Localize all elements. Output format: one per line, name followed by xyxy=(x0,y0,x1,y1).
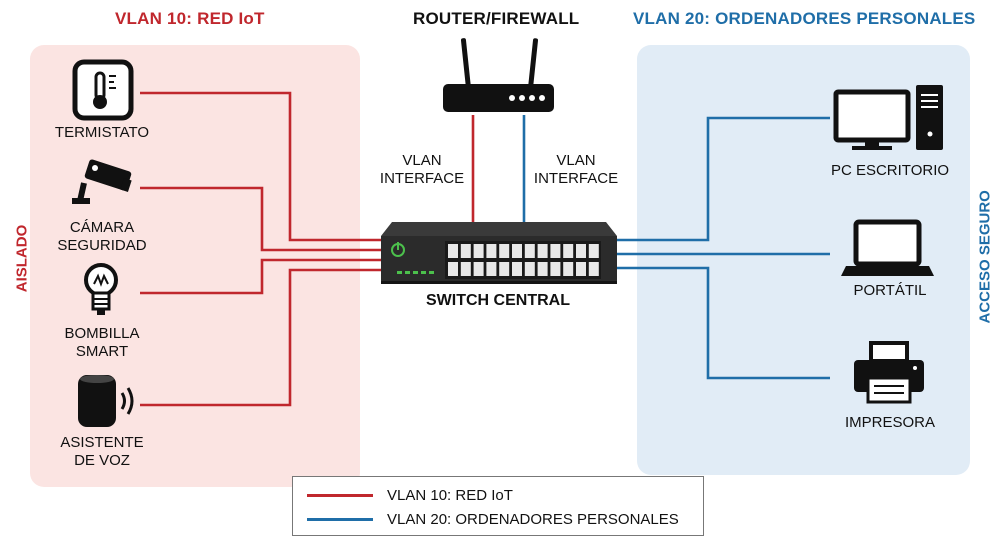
switch-port xyxy=(448,262,458,276)
switch-port xyxy=(448,244,458,258)
router-icon xyxy=(443,38,554,112)
voice-assistant-icon xyxy=(78,375,134,427)
switch-port xyxy=(460,262,471,276)
light-bulb-icon xyxy=(84,263,118,315)
security-camera-icon xyxy=(72,159,132,204)
legend-item-vlan20: VLAN 20: ORDENADORES PERSONALES xyxy=(307,509,679,529)
desktop-label: PC ESCRITORIO xyxy=(830,162,950,179)
switch-port xyxy=(473,244,484,258)
switch-port xyxy=(486,262,497,276)
legend-item-vlan10: VLAN 10: RED IoT xyxy=(307,485,513,505)
legend-swatch-red xyxy=(307,493,373,497)
legend-label: VLAN 20: ORDENADORES PERSONALES xyxy=(387,510,679,528)
switch-port xyxy=(550,262,561,276)
switch-port xyxy=(499,262,510,276)
switch-port xyxy=(512,262,522,276)
vlan20-title: VLAN 20: ORDENADORES PERSONALES xyxy=(633,9,976,28)
vlan10-links xyxy=(140,91,475,407)
desktop-pc-icon xyxy=(833,85,943,150)
switch-port xyxy=(537,244,548,258)
switch-port xyxy=(588,244,599,258)
switch-port xyxy=(537,262,548,276)
legend: VLAN 10: RED IoT VLAN 20: ORDENADORES PE… xyxy=(292,476,704,536)
printer-icon xyxy=(854,341,924,404)
link-printer xyxy=(617,266,830,380)
link-assistant xyxy=(140,268,383,407)
switch-port xyxy=(588,262,599,276)
switch-port xyxy=(499,244,510,258)
link-bulb xyxy=(140,258,383,295)
thermostat-label: TERMISTATO xyxy=(54,124,150,141)
link-thermostat xyxy=(140,91,383,242)
legend-label: VLAN 10: RED IoT xyxy=(387,486,513,504)
link-camera xyxy=(140,186,383,252)
link-desktop xyxy=(617,116,830,242)
printer-label: IMPRESORA xyxy=(844,414,935,431)
switch-port xyxy=(550,244,561,258)
laptop-icon xyxy=(841,219,934,276)
switch-port xyxy=(524,244,535,258)
switch-port xyxy=(460,244,471,258)
switch-port xyxy=(512,244,522,258)
thermostat-icon xyxy=(72,59,134,121)
vlan10-title: VLAN 10: RED IoT xyxy=(115,9,265,28)
switch-port xyxy=(563,244,574,258)
legend-swatch-blue xyxy=(307,517,373,521)
vlan20-links xyxy=(522,115,830,380)
router-title: ROUTER/FIREWALL xyxy=(413,9,580,28)
laptop-label: PORTÁTIL xyxy=(853,282,927,299)
switch-port xyxy=(524,262,535,276)
switch-port xyxy=(486,244,497,258)
switch-label: SWITCH CENTRAL xyxy=(426,292,570,309)
switch-port xyxy=(576,262,586,276)
switch-port xyxy=(576,244,586,258)
switch-port xyxy=(563,262,574,276)
switch-port xyxy=(473,262,484,276)
switch-icon xyxy=(381,222,617,284)
